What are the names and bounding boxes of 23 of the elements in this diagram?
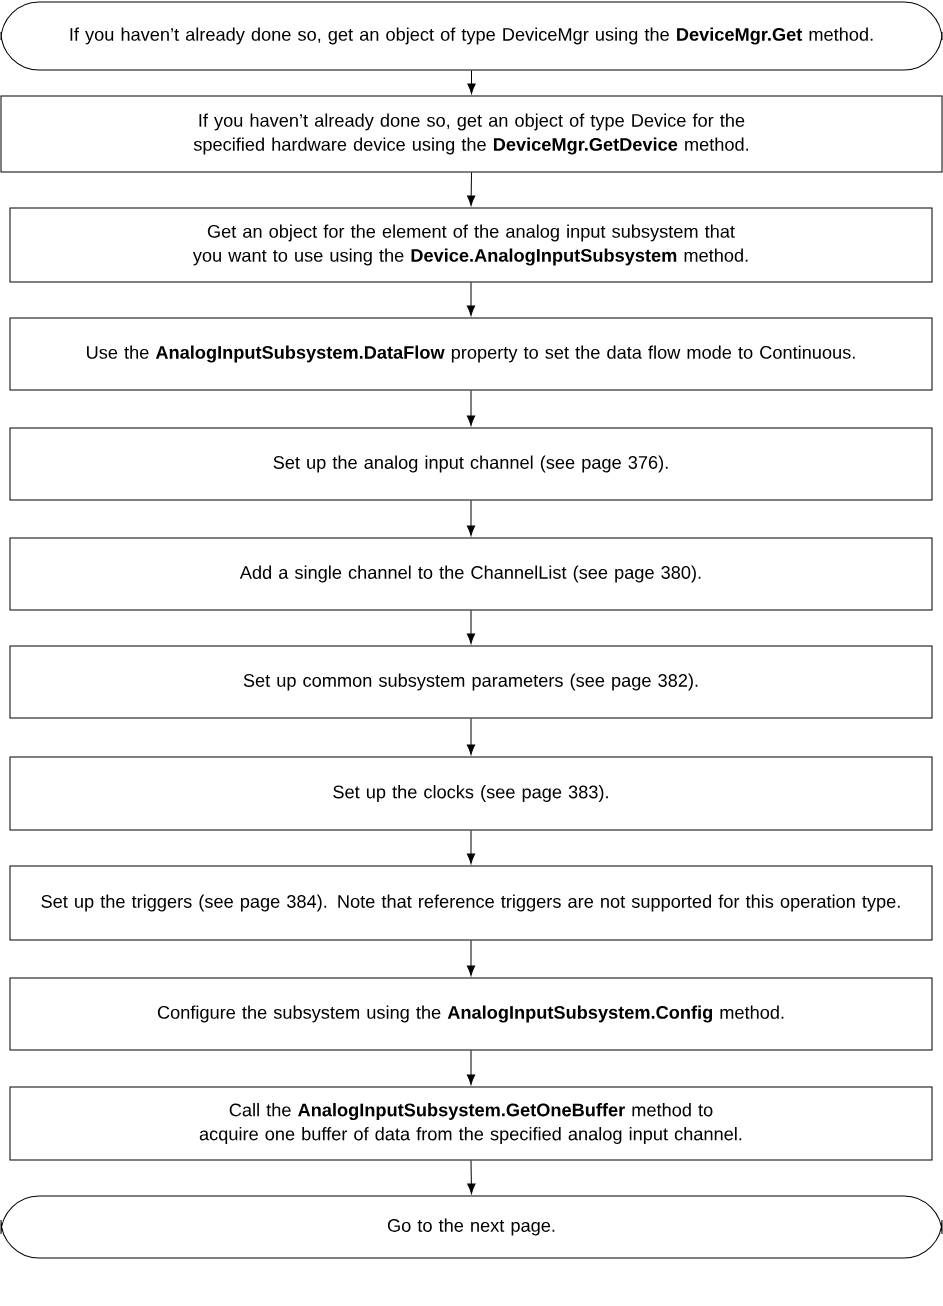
- arrow: [466, 390, 476, 426]
- arrow: [466, 718, 476, 755]
- arrow: [467, 172, 476, 206]
- process-box: Set up the clocks (see page 383).: [9, 756, 933, 831]
- arrow: [466, 500, 476, 536]
- process-box: Configure the subsystem using the AnalogInputSubsystem.Config method.: [9, 977, 933, 1051]
- terminal-box: Go to the next page.: [0, 1195, 943, 1259]
- process-box: Call the AnalogInputSubsystem.GetOneBuffer method to acquire one buffer of data from the specified analog input channel.: [9, 1086, 933, 1161]
- arrow: [467, 70, 476, 94]
- process-box: Use the AnalogInputSubsystem.DataFlow property to set the data flow mode to Continuous.: [9, 317, 933, 391]
- arrow: [466, 610, 476, 644]
- process-box: Add a single channel to the ChannelList (see page 380).: [9, 537, 933, 611]
- arrow: [466, 940, 476, 976]
- terminal-box: If you haven’t already done so, get an object of type DeviceMgr using the DeviceMgr.Get method.: [0, 1, 943, 71]
- arrow: [466, 830, 476, 864]
- process-box: If you haven’t already done so, get an object of type Device for the specified hardware device using the DeviceMgr.GetDevice method.: [0, 95, 943, 173]
- process-box: Set up the analog input channel (see page 376).: [9, 427, 933, 501]
- arrow: [466, 1050, 476, 1085]
- process-box: Get an object for the element of the analog input subsystem that you want to use using the Device.AnalogInputSubsystem method.: [9, 207, 933, 283]
- arrow: [466, 282, 476, 316]
- arrow: [467, 1160, 476, 1194]
- process-box: Set up common subsystem parameters (see page 382).: [9, 645, 933, 719]
- process-box: Set up the triggers (see page 384). Note that reference triggers are not supported for this operation type.: [9, 865, 933, 941]
